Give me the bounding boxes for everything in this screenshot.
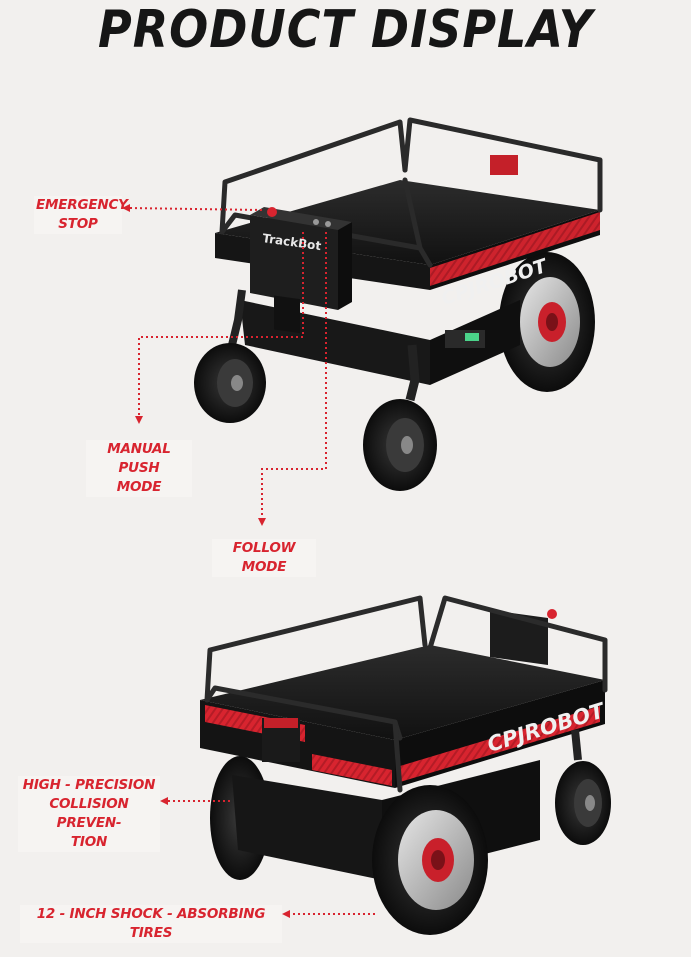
label-emergency-stop-line1: EMERGENCY: [36, 197, 128, 213]
callout-lines-bottom: [166, 800, 375, 915]
label-collision-line3: TION: [70, 834, 108, 850]
caster-wheel-rear: [555, 729, 611, 845]
trackbot-module: TrackBot: [250, 207, 352, 334]
robot-top: TrackBot CPJROBOT: [194, 117, 603, 491]
label-emergency-stop: EMERGENCY STOP: [34, 196, 128, 234]
callout-lines-top: [127, 207, 327, 520]
label-collision-line1: HIGH - PRECISION: [22, 777, 156, 793]
label-follow-mode-text: FOLLOW MODE: [232, 540, 296, 575]
front-tire-bottom: [372, 785, 488, 935]
caster-wheel-left: [194, 289, 266, 423]
label-shock-absorbing-tires: 12 - INCH SHOCK - ABSORBING TIRES: [20, 905, 282, 943]
caster-wheel-right: [363, 344, 437, 491]
rear-tire-top: [499, 252, 595, 392]
robot-bottom: CPJROBOT: [200, 595, 611, 935]
label-manual-push-line1: MANUAL PUSH: [107, 441, 171, 476]
label-collision-prevention: HIGH - PRECISION COLLISION PREVEN- TION: [18, 776, 160, 852]
callout-arrows-bottom: [160, 797, 290, 918]
label-manual-push-mode: MANUAL PUSH MODE: [86, 440, 192, 497]
callout-arrows-top: [122, 204, 266, 526]
label-follow-mode: FOLLOW MODE: [212, 539, 316, 577]
label-manual-push-line2: MODE: [116, 479, 162, 495]
label-collision-line2: COLLISION PREVEN-: [49, 796, 129, 831]
label-tires-text: 12 - INCH SHOCK - ABSORBING TIRES: [36, 906, 266, 941]
label-emergency-stop-line2: STOP: [58, 216, 98, 232]
page-title: PRODUCT DISPLAY: [97, 0, 593, 60]
